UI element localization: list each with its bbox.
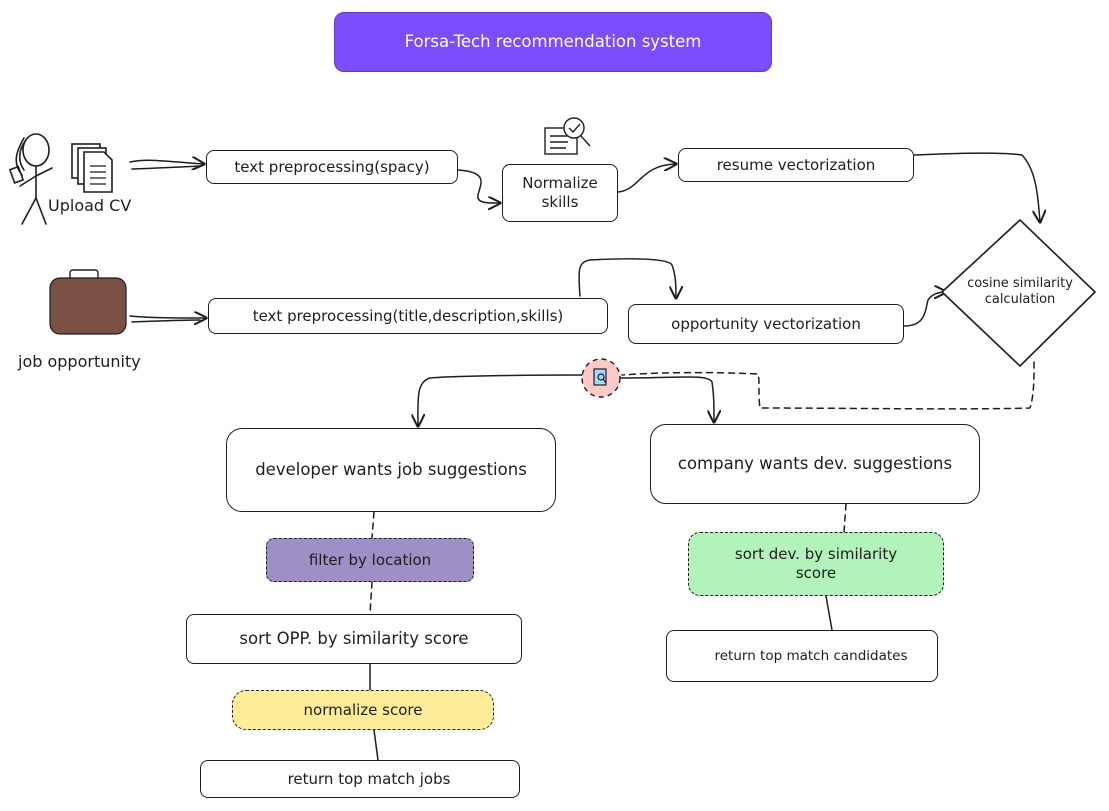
edge-cosine-to-split	[621, 361, 1035, 410]
edge-preprocess-to-oppvec	[578, 258, 676, 298]
company-wants-dev-suggestions-node: company wants dev. suggestions	[650, 424, 980, 504]
edge-normalize-to-resume	[617, 164, 676, 193]
return-top-match-jobs-node: return top match jobs	[200, 760, 520, 798]
edge-job-to-preprocess	[129, 316, 206, 318]
briefcase-icon	[49, 269, 127, 335]
edge-oppvec-to-cosine	[903, 292, 946, 327]
opportunity-vectorization-node: opportunity vectorization	[628, 304, 904, 344]
stick-figure-icon	[8, 133, 53, 225]
diagram-title: Forsa-Tech recommendation system	[334, 12, 772, 72]
text-preprocessing-opportunity-node: text preprocessing(title,description,ski…	[208, 298, 608, 334]
cosine-diamond-shape	[941, 219, 1096, 367]
edge-split-to-company	[619, 376, 714, 422]
sort-dev-by-similarity-node: sort dev. by similarity score	[688, 532, 944, 596]
search-document-icon	[581, 358, 621, 398]
documents-icon	[71, 143, 113, 193]
upload-cv-label: Upload CV	[48, 196, 132, 215]
job-opportunity-label: job opportunity	[18, 352, 141, 371]
edge-preprocess-to-normalize	[457, 169, 500, 203]
edge-cv-to-preprocess	[129, 160, 204, 164]
resume-vectorization-node: resume vectorization	[678, 148, 914, 182]
sort-opp-by-similarity-node: sort OPP. by similarity score	[186, 614, 522, 664]
filter-by-location-node: filter by location	[266, 538, 474, 582]
checklist-magnifier-icon	[544, 117, 591, 155]
normalize-score-node: normalize score	[232, 690, 494, 730]
normalize-skills-node: Normalize skills	[502, 164, 618, 222]
edge-split-to-developer	[418, 374, 587, 426]
return-top-match-candidates-node: return top match candidates	[666, 630, 938, 682]
cosine-similarity-node: cosine similarity calculation	[967, 275, 1073, 307]
developer-wants-job-suggestions-node: developer wants job suggestions	[226, 428, 556, 512]
text-preprocessing-spacy-node: text preprocessing(spacy)	[206, 150, 458, 184]
edge-resume-to-cosine	[913, 152, 1040, 222]
